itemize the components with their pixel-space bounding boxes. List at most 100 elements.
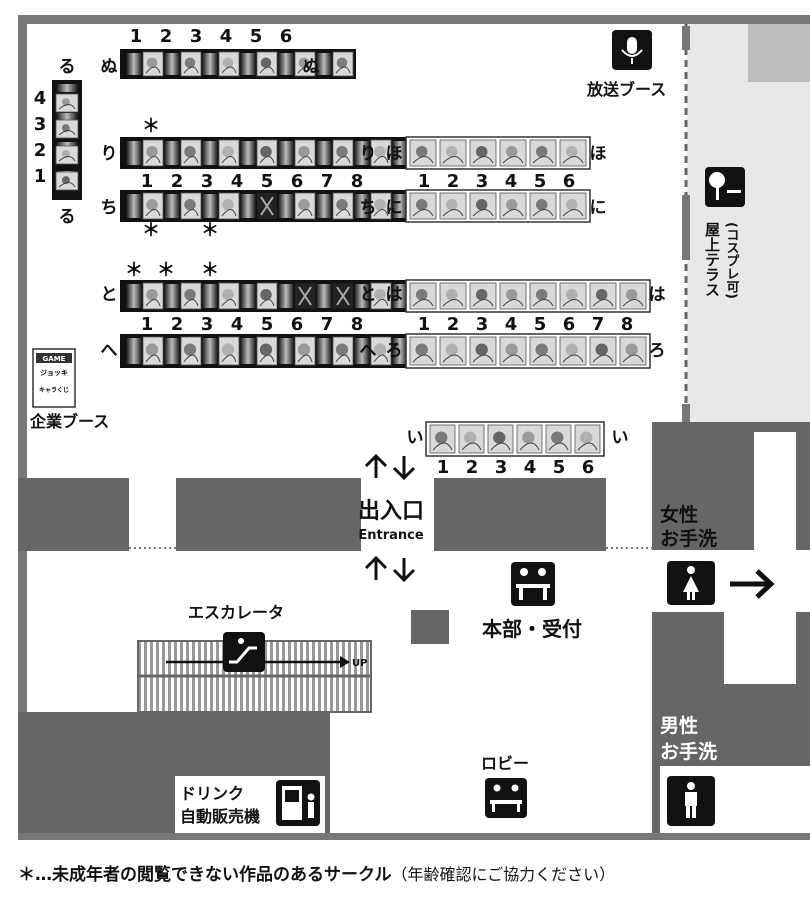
adult-content-marker: ＊ [142,220,160,241]
booth-number: 5 [534,171,547,192]
booth-number: 4 [505,314,518,335]
booth-number: 2 [466,457,479,478]
booth-number: 7 [321,171,334,192]
corporate-booth-label: 企業ブース [29,412,109,431]
booth-number: 5 [261,171,274,192]
booth-number: 1 [437,457,450,478]
booth-number: 1 [141,314,154,335]
row-label-to: と [101,285,118,305]
wall-left [18,15,27,840]
booth-number: 4 [220,26,233,47]
row-label-ha: は [386,285,403,305]
restroom-block [724,612,796,684]
booth-number: 3 [201,171,214,192]
booth-number: 1 [130,26,143,47]
footnote: ＊…未成年者の閲覧できない作品のあるサークル（年齢確認にご協力ください） [18,860,615,885]
booth-number: 6 [280,26,293,47]
row-label-i: い [612,428,629,448]
booth-number: 1 [418,171,431,192]
booth-number: 4 [524,457,537,478]
row-label-ri: り [360,144,377,164]
adult-content-marker: ＊ [201,220,219,241]
booth-number: 6 [291,171,304,192]
row-label-chi: ち [101,198,118,218]
booth-row-bg [405,189,591,223]
booth-number: 8 [621,314,634,335]
booth-number: 5 [261,314,274,335]
booth-number: 2 [171,314,184,335]
booth-number: 6 [582,457,595,478]
entrance-label-jp: 出入口 [358,499,424,524]
mens-restroom-label-1: 男性 [660,714,698,737]
corporate-booth: GAME ジョッキ キャラくじ [32,348,76,408]
row-label-he: へ [101,341,118,361]
terrace-door-3 [682,404,690,422]
row-label-to: と [360,285,377,305]
row-label-he: へ [360,341,377,361]
broadcast-booth-label: 放送ブース [586,80,666,99]
arrow-up-icon [364,453,388,478]
escalator: UP [137,632,372,713]
corporate-sign-line2: ジョッキ [40,369,68,377]
booth-number: 8 [351,171,364,192]
booth-number: 2 [447,171,460,192]
row-label-chi: ち [360,198,377,218]
lobby-label: ロビー [481,754,529,773]
row-label-ri: り [101,144,118,164]
arrow-up-icon [364,555,388,580]
booth-number: 7 [592,314,605,335]
booth-number: 2 [171,171,184,192]
row-label-ni: に [590,198,607,218]
row-label-nu: ぬ [303,57,320,77]
booth-row-bg [425,421,605,457]
vending-label-1: ドリンク [180,784,244,803]
vending-label-2: 自動販売機 [180,807,260,826]
mens-restroom-label-2: お手洗 [660,740,717,763]
wall-bottom [18,833,810,840]
arrow-down-icon [392,558,416,583]
booth-number: 8 [351,314,364,335]
adult-content-marker: ＊ [157,260,175,281]
row-label-ro: ろ [649,341,666,361]
corporate-sign-line1: GAME [43,355,66,363]
wall-block [434,478,606,551]
booth-number: 7 [321,314,334,335]
pillar [411,610,449,644]
booth-number: 4 [505,171,518,192]
booth-number: 3 [476,314,489,335]
row-label-ru: る [59,207,76,227]
row-label-ho: ほ [386,144,403,164]
terrace-block [748,24,810,82]
booth-number: 6 [563,314,576,335]
booth-number: 5 [534,314,547,335]
footnote-sub: （年齢確認にご協力ください） [391,865,616,884]
booth-number: 3 [190,26,203,47]
wall-block [176,478,361,551]
cosplay-ok-label: (コスプレ可) [724,222,740,299]
adult-content-marker: ＊ [125,260,143,281]
booth-number: 3 [495,457,508,478]
lobby-bench-icon [485,778,527,818]
escalator-label: エスカレータ [188,603,284,622]
adult-content-marker: ＊ [142,116,160,137]
booth-number: 3 [201,314,214,335]
corporate-sign-line3: キャラくじ [39,387,69,394]
womens-restroom-label-2: お手洗 [660,527,717,550]
booth-number: 6 [563,171,576,192]
booth-number: 3 [34,114,47,135]
booth-number: 4 [231,314,244,335]
row-label-nu: ぬ [101,57,118,77]
row-label-ro: ろ [386,341,403,361]
wall-block [18,478,129,551]
footnote-main: ＊…未成年者の閲覧できない作品のあるサークル [18,865,392,885]
restroom-block [754,432,796,550]
booth-number: 5 [250,26,263,47]
arrow-down-icon [392,456,416,481]
terrace-door-1 [682,26,690,50]
booth-number: 1 [418,314,431,335]
booth-number: 2 [160,26,173,47]
booth-number: 5 [553,457,566,478]
booth-number: 3 [476,171,489,192]
